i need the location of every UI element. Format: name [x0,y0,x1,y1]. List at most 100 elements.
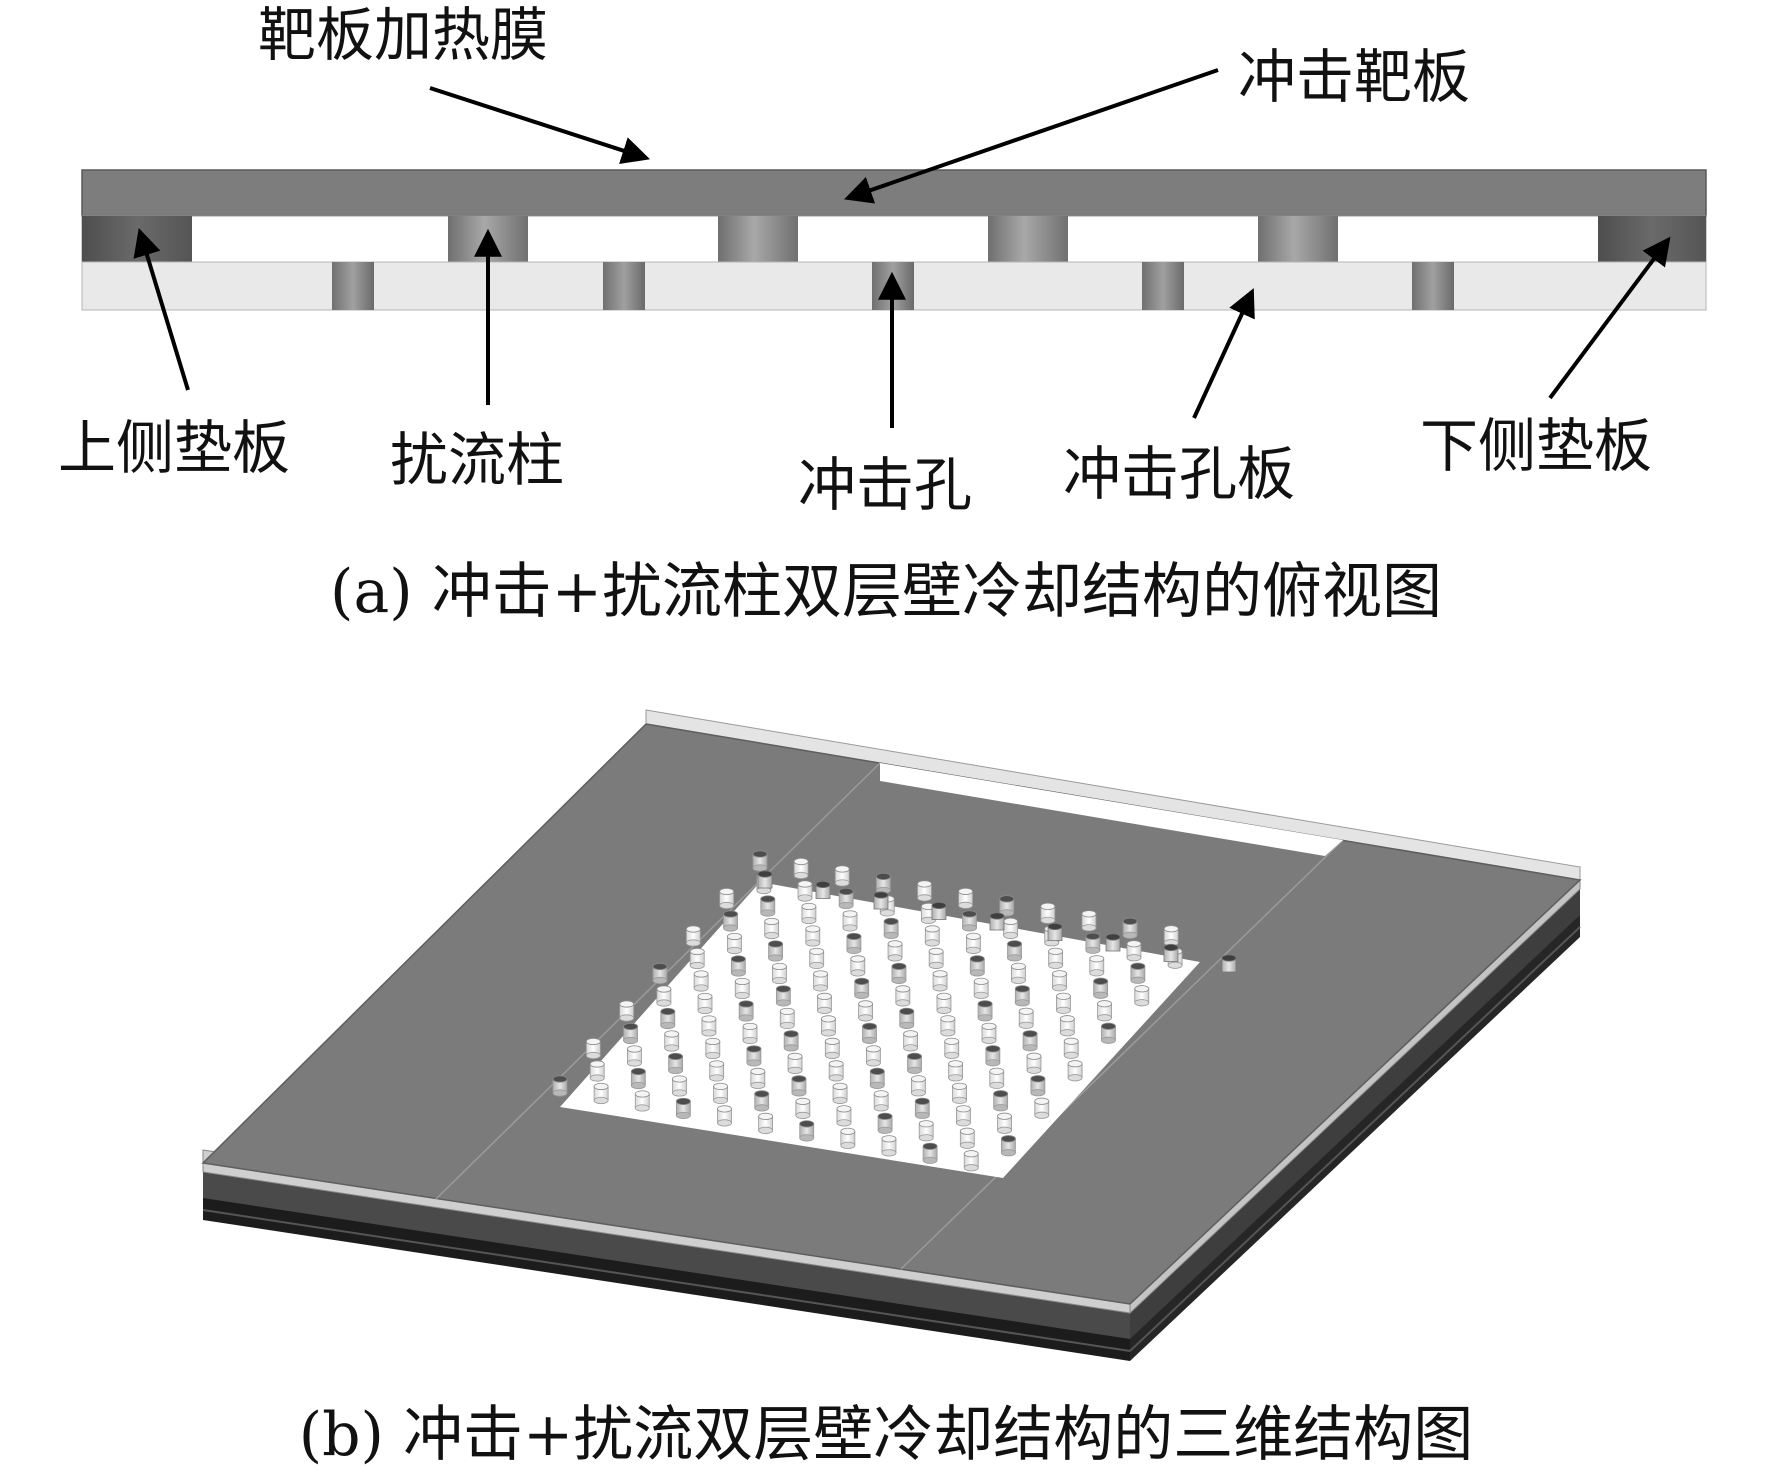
cylinder-base [1007,954,1022,962]
pin-fin-cylinder [754,1090,770,1112]
cylinder-top [959,1127,975,1135]
pin-fin-cylinder [623,1022,638,1045]
pin-fin-cylinder [619,1000,635,1022]
pin-fin-cylinder [958,887,974,909]
pin-fin-cylinder [791,1075,807,1097]
cylinder-base [836,1119,852,1127]
pin-fin-cylinder-back [873,891,889,910]
cylinder-top [723,910,738,918]
pin-fin-cylinder [1089,955,1105,977]
cylinder-base [928,961,944,969]
cylinder-top [828,1060,844,1068]
cylinder-top [1130,962,1146,970]
cylinder-top [701,1015,717,1023]
pin-fin-cylinder [828,1060,844,1082]
cylinder-base [1059,1029,1075,1037]
cylinder-top [1011,962,1026,970]
pin-fin-cylinder [881,1135,897,1157]
cylinder-top [689,947,705,956]
cylinder-base [879,909,895,917]
pin-fin-cylinder [760,895,776,917]
cylinder-base [652,976,668,985]
pin-fin-cylinder-back [1163,943,1179,962]
cylinder-top [1030,1075,1046,1083]
pin-fin-cylinder [1059,1015,1075,1037]
cylinder-top [1040,902,1056,910]
cylinder-base [1018,1021,1034,1029]
pin-fin-cylinder [797,880,813,902]
pin-fin-cylinder [705,1037,721,1060]
pin-fin-cylinder [750,1067,766,1090]
cylinder-base [865,1059,881,1067]
cylinder-base [832,1096,848,1104]
pin-fin-cylinder [1026,1052,1042,1074]
cylinder-top [1056,992,1071,1000]
cylinder-base [730,969,746,977]
pin-fin-cylinder [585,1037,601,1060]
cylinder-top [1081,910,1097,918]
pin-fin-cylinder [956,1105,971,1127]
cylinder-top [820,1015,836,1023]
label-film: 靶板加热膜 [258,1,548,69]
cylinder-top [850,955,866,963]
cylinder-base [801,916,817,925]
cylinder-base [552,1089,568,1097]
cylinder-base [828,1074,844,1082]
cylinder-base [723,924,738,932]
pin-fin [718,216,798,262]
impingement-hole [1142,262,1184,310]
pin-fin-cylinder [809,947,825,970]
cylinder-top [664,1030,680,1038]
cylinder-base [791,1089,807,1097]
cylinder-top [697,992,713,1001]
cylinder-base [672,1089,687,1097]
cylinder-top [734,977,750,986]
cylinder-top [985,1045,1001,1053]
pin-fin-cylinder [895,985,911,1007]
cylinder-base [664,1044,680,1052]
label-target-plate: 冲击靶板 [1238,43,1470,111]
cylinder-base [697,1006,713,1015]
cylinder-top [1026,1052,1042,1060]
pin-fin-cylinder [862,1022,877,1044]
cylinder-base [1126,954,1142,962]
pin-fin-cylinder [840,1127,856,1149]
cylinder-top [730,955,746,963]
pin-fin-cylinder [764,917,780,940]
cylinder-base [1122,931,1138,939]
cylinder-top [842,910,858,918]
cylinder-base [817,1006,832,1015]
cylinder-base [1052,984,1067,992]
cylinder-top [1122,917,1138,925]
pin-fin-cylinder [746,1045,762,1067]
inlet-slot [880,763,1343,856]
pin-fin-cylinder [779,1007,795,1030]
cylinder-base [917,894,932,902]
cylinder-base [858,1014,874,1022]
pin-fin-cylinder [887,940,903,962]
pin-fin-cylinder [869,1067,885,1089]
cylinder-base [959,1141,975,1149]
cylinder-top [585,1037,601,1046]
pin-fin-cylinder [962,910,977,932]
cylinder-top [675,1097,691,1106]
cylinder-base [768,954,783,962]
cylinder-base [965,946,981,954]
cylinder-top [787,1052,803,1060]
cylinder-top [1063,1037,1079,1045]
cylinder-top [1014,985,1030,993]
cylinder-top [973,977,989,985]
pin-fin-cylinder [713,1082,728,1105]
cylinder-top [914,1097,930,1105]
cylinder-base [873,1104,889,1112]
cylinder-base [981,1036,997,1044]
pin-fin-cylinder [701,1015,717,1037]
cylinder-top [801,902,817,911]
pin-fin-cylinder [918,1120,934,1142]
caption-b: (b) 冲击+扰流双层壁冷却结构的三维结构图 [299,1400,1474,1470]
pin-fin-cylinder [634,1090,650,1112]
pin-fin-cylinder [993,1090,1009,1112]
cylinder-base [924,939,940,947]
cylinder-top [989,912,1005,920]
